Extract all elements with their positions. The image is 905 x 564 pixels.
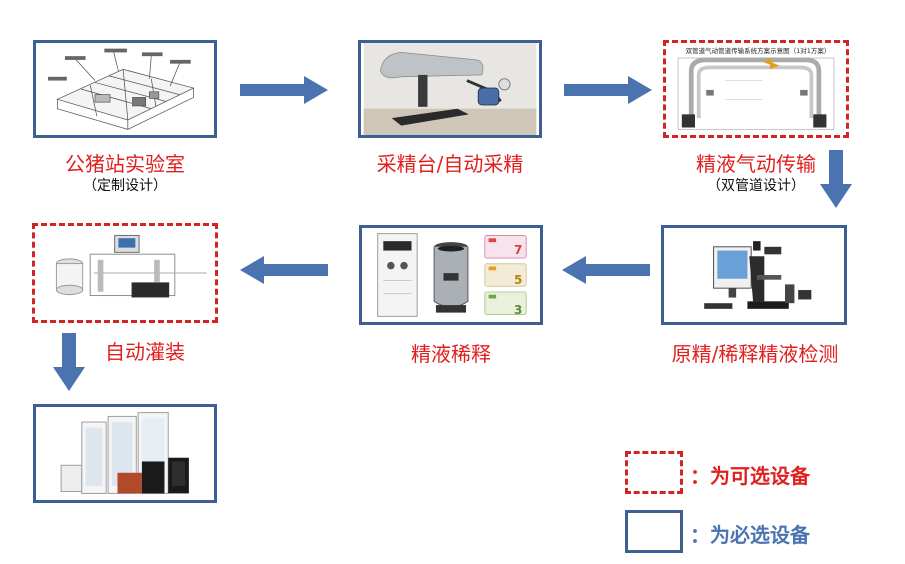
filling-machine-image [55, 234, 207, 298]
step-dilute-label: 精液稀释 [411, 342, 491, 366]
arrow-lab-to-collect [240, 76, 328, 104]
step-lab-label: 公猪站实验室 [65, 152, 185, 176]
lab-floorplan-image [48, 48, 195, 130]
bag-number-2: 5 [514, 273, 523, 287]
legend-required-swatch [625, 510, 683, 553]
step-fill-box [32, 223, 218, 323]
transport-diagram-image [677, 57, 835, 130]
step-dilute-box: 7 5 3 [359, 225, 543, 325]
storage-fridges-image [60, 412, 189, 494]
bag-number-3: 3 [514, 303, 523, 317]
bag-number-1: 7 [514, 243, 523, 257]
legend-optional-text: ：为可选设备 [690, 464, 810, 488]
arrow-collect-to-transport [564, 76, 652, 104]
step-fill-label: 自动灌装 [105, 340, 185, 364]
legend-optional-swatch [625, 451, 683, 494]
step-collect-box [358, 40, 542, 138]
arrow-dilute-to-fill [240, 256, 328, 284]
step-transport-label: 精液气动传输 [696, 152, 816, 176]
step-inspect-label: 原精/稀释精液检测 [671, 342, 839, 366]
step-lab-box [33, 40, 217, 138]
arrow-transport-to-inspect [820, 150, 852, 208]
step-transport-box: 双管道气动管道传输系统方案示意图（1对1方案） [663, 40, 849, 138]
arrow-fill-to-storage [53, 333, 85, 391]
microscope-image [704, 241, 812, 309]
step-lab-sublabel: （定制设计） [83, 178, 167, 194]
step-inspect-box [661, 225, 847, 325]
step-transport-sublabel: （双管道设计） [707, 178, 805, 194]
collection-stand-image [363, 43, 537, 135]
arrow-inspect-to-dilute [562, 256, 650, 284]
step-storage-box [33, 404, 217, 503]
legend-required-text: ：为必选设备 [690, 523, 810, 547]
step-collect-label: 采精台/自动采精 [376, 152, 524, 176]
dilution-equipment-image [377, 233, 527, 317]
transport-figure-title: 双管道气动管道传输系统方案示意图（1对1方案） [685, 47, 831, 55]
